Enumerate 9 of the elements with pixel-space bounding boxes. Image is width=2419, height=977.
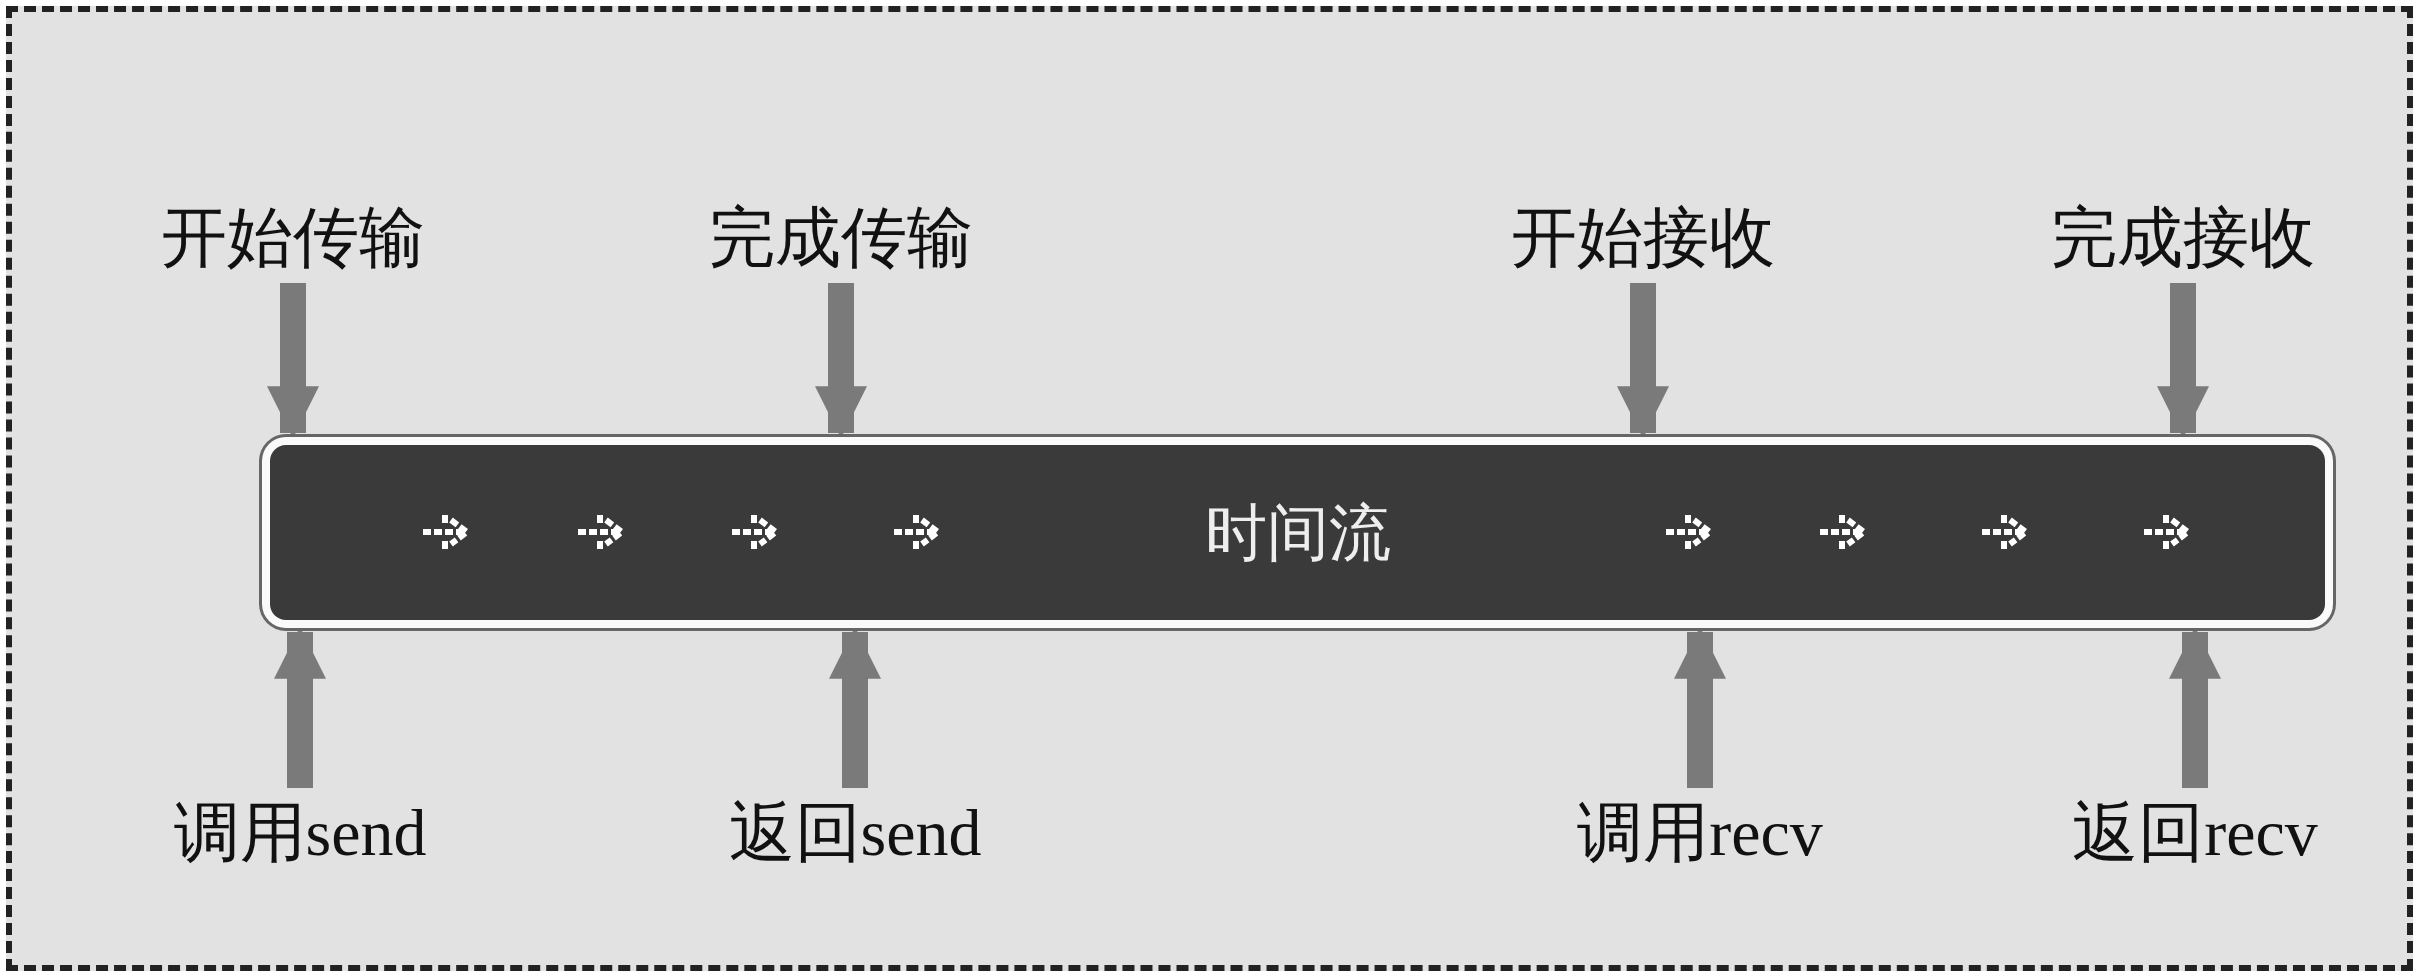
event-label: 调用send (173, 800, 427, 866)
event-label: 完成接收 (2051, 205, 2315, 271)
event-label: 返回recv (2072, 800, 2318, 866)
event-label: 开始接收 (1511, 205, 1775, 271)
event-label: 完成传输 (709, 205, 973, 271)
bar-label: 时间流 (1204, 497, 1391, 569)
event-label: 调用recv (1577, 800, 1823, 866)
event-label: 返回send (728, 800, 982, 866)
event-label: 开始传输 (161, 205, 425, 271)
